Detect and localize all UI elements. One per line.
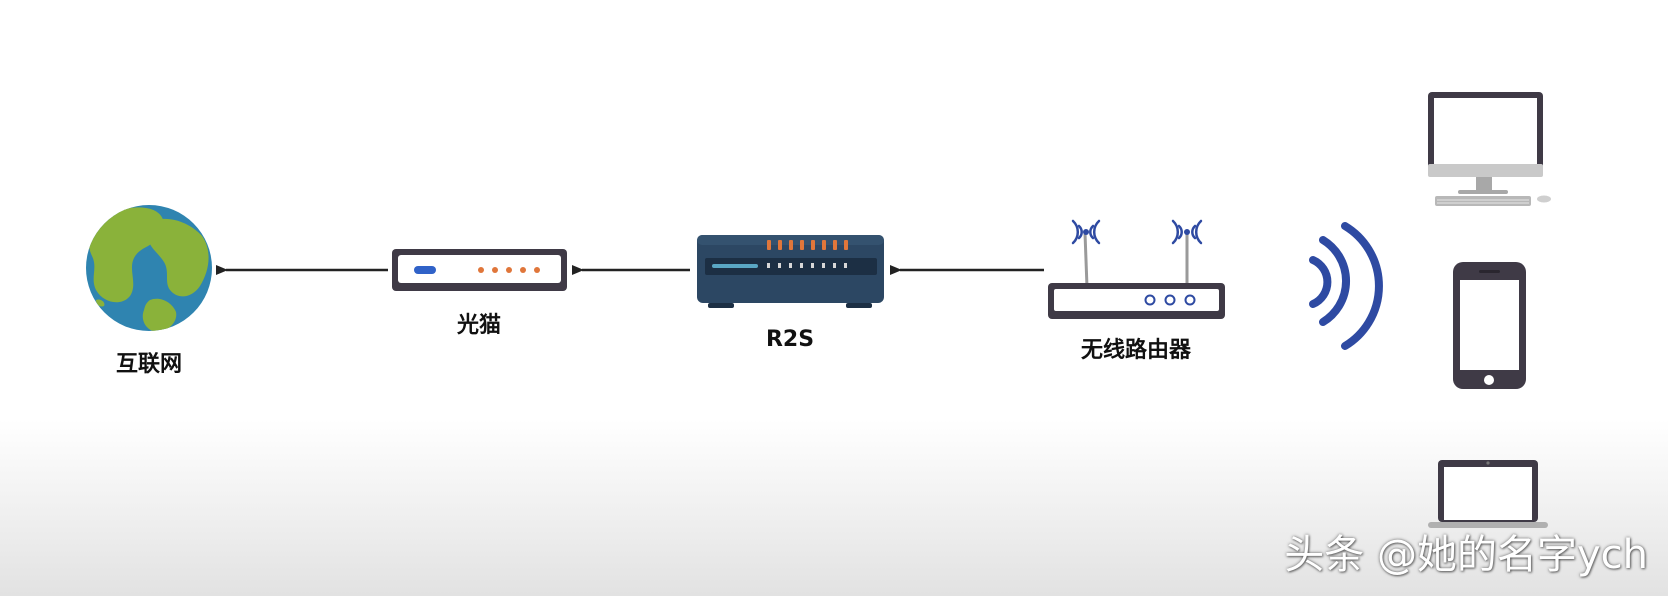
- globe-icon: [86, 205, 212, 331]
- wireless-router-icon: [1048, 219, 1225, 319]
- optical-modem-label: 光猫: [456, 313, 502, 338]
- internet-label: 互联网: [115, 352, 183, 377]
- r2s-device-icon: [697, 235, 884, 308]
- watermark: 头条 @她的名字ych: [1284, 532, 1648, 578]
- laptop-icon: [1428, 460, 1548, 528]
- wifi-signal-icon: [1309, 222, 1383, 350]
- desktop-monitor-icon: [1428, 92, 1551, 206]
- wireless-router-label: 无线路由器: [1080, 338, 1192, 363]
- r2s-label: R2S: [765, 327, 815, 352]
- optical-modem-icon: [392, 249, 567, 291]
- smartphone-icon: [1453, 262, 1526, 389]
